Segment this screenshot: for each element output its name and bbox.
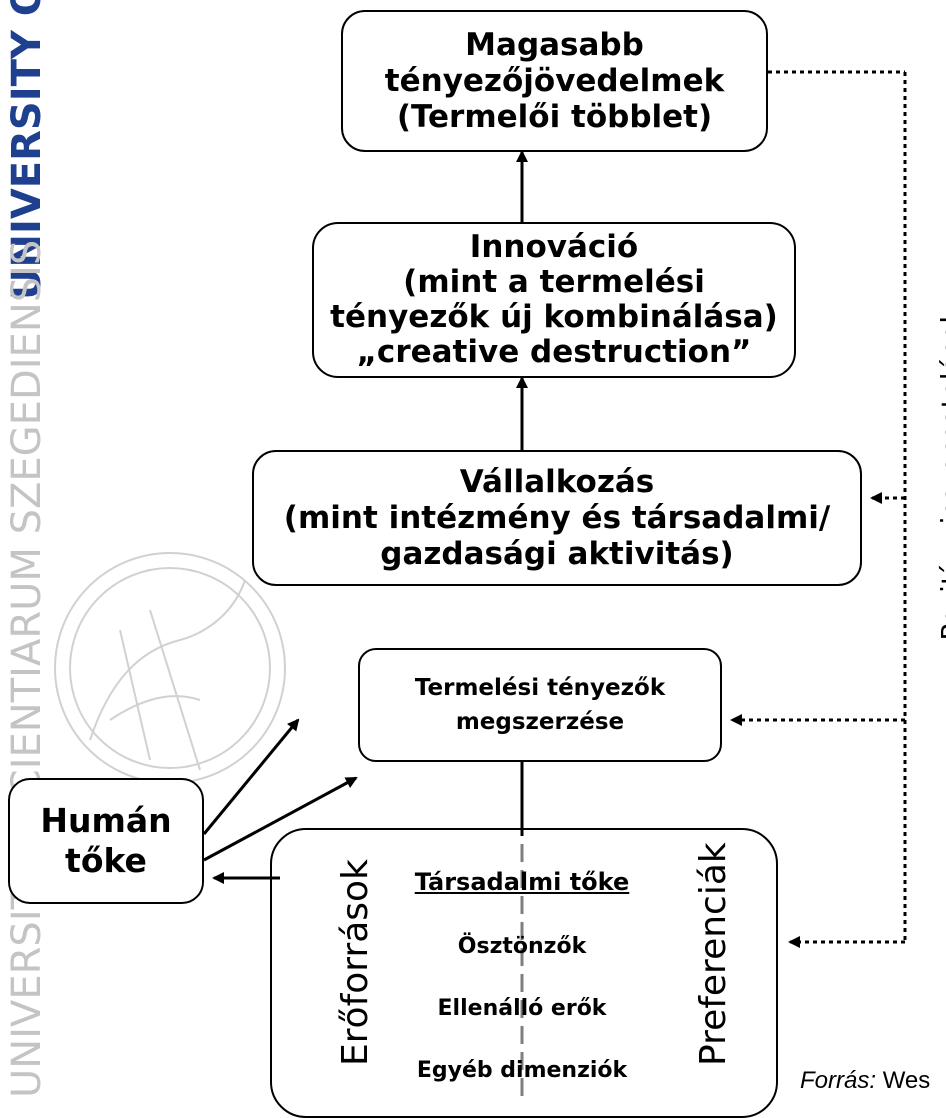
human-line-1: Humán — [40, 801, 172, 840]
preferences-label: Preferenciák — [693, 842, 734, 1066]
top-line-2: tényezőjövedelmek — [384, 63, 725, 99]
innovation-line-4: „creative destruction” — [356, 334, 752, 370]
university-seal-watermark — [54, 552, 286, 784]
factors-line-1: Termelési tényezők — [414, 675, 666, 701]
social-item-incentives: Ösztönzők — [457, 934, 587, 959]
social-item-resisting-forces: Ellenálló erők — [437, 996, 607, 1021]
social-item-other-dimensions: Egyéb dimenziók — [416, 1058, 628, 1083]
enterprise-line-2: (mint intézmény és társadalmi/ — [283, 500, 831, 536]
innovation-line-3: tényezők új kombinálása) — [330, 299, 778, 335]
innovation-line-1: Innováció — [469, 229, 639, 265]
top-line-1: Magasabb — [465, 27, 644, 63]
top-line-3: (Termelői többlet) — [396, 99, 713, 135]
human-line-2: tőke — [65, 841, 147, 880]
source-label: Forrás: — [800, 1067, 877, 1094]
enterprise-box: Vállalkozás (mint intézmény és társadalm… — [252, 450, 862, 586]
resources-label: Erőforrások — [335, 859, 376, 1066]
enterprise-line-3: gazdasági aktivitás) — [380, 536, 734, 572]
higher-factor-income-box: Magasabb tényezőjövedelmek (Termelői töb… — [341, 10, 768, 152]
source-note: Forrás: Wes — [800, 1067, 930, 1095]
social-item-capital: Társadalmi tőke — [414, 868, 630, 896]
source-text: Wes — [882, 1067, 931, 1094]
arrow-human-to-factors — [203, 776, 358, 862]
innovation-line-2: (mint a termelési — [403, 264, 705, 300]
positive-feedback-label: Pozitív visszacsatolások — [935, 307, 946, 641]
feedback-loop — [730, 70, 907, 948]
factors-line-2: megszerzése — [455, 709, 625, 735]
innovation-box: Innováció (mint a termelési tényezők új … — [312, 222, 796, 378]
enterprise-line-1: Vállalkozás — [459, 464, 655, 500]
arrow-human-to-enterprise — [202, 718, 300, 835]
human-capital-box: Humán tőke — [8, 778, 204, 904]
factor-acquisition-box: Termelési tényezők megszerzése — [358, 648, 722, 762]
